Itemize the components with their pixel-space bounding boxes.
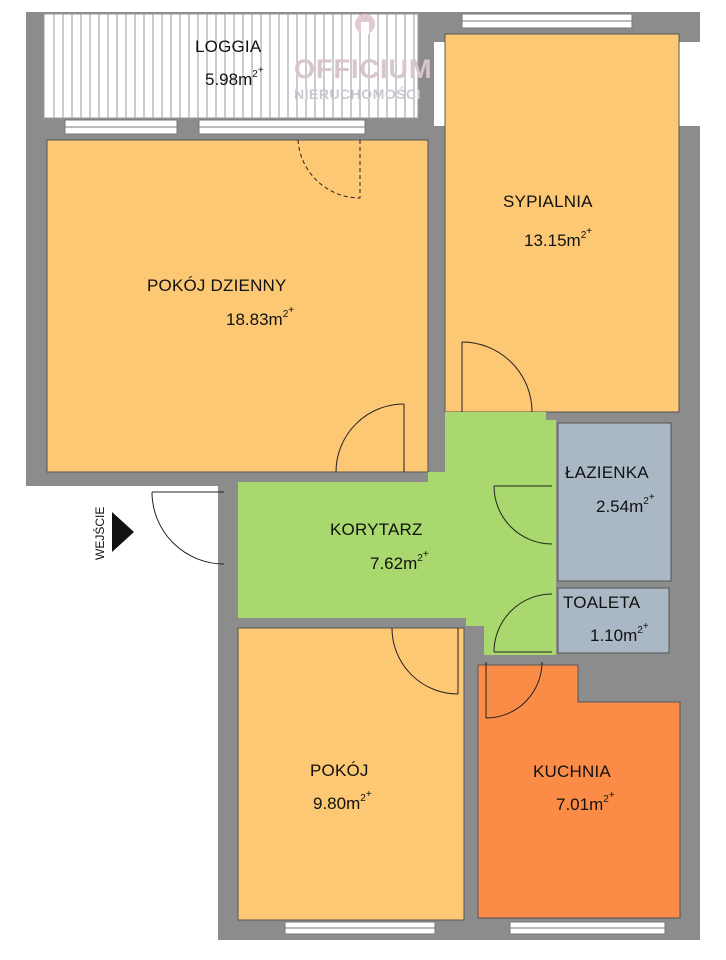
doors xyxy=(151,139,553,719)
bathroom-name: ŁAZIENKA xyxy=(565,463,649,482)
kitchen-name: KUCHNIA xyxy=(533,762,611,781)
kitchen-area xyxy=(477,664,681,919)
room-area-value: 9.80m2+ xyxy=(313,789,372,813)
svg-text:NIERUCHOMOŚCI: NIERUCHOMOŚCI xyxy=(294,85,421,102)
label-loggia: LOGGIA 5.98m2+ xyxy=(195,37,264,89)
corridor-area xyxy=(238,412,556,655)
label-room: POKÓJ 9.80m2+ xyxy=(310,761,372,813)
loggia-room xyxy=(43,13,419,119)
living-room-name: POKÓJ DZIENNY xyxy=(147,276,287,295)
toilet-area xyxy=(557,587,670,654)
label-bedroom: SYPIALNIA 13.15m2+ xyxy=(503,192,593,250)
room-area xyxy=(237,627,465,921)
label-bathroom: ŁAZIENKA 2.54m2+ xyxy=(565,463,655,516)
label-kitchen: KUCHNIA 7.01m2+ xyxy=(533,762,615,814)
label-corridor: KORYTARZ 7.62m2+ xyxy=(330,520,429,573)
officium-logo: OFFICIUM NIERUCHOMOŚCI xyxy=(294,14,432,102)
svg-text:OFFICIUM: OFFICIUM xyxy=(294,54,432,84)
loggia-area: 5.98m2+ xyxy=(205,65,264,89)
windows xyxy=(64,13,666,935)
bedroom-name: SYPIALNIA xyxy=(503,192,593,211)
kitchen-area-value: 7.01m2+ xyxy=(556,790,615,814)
bathroom-area xyxy=(557,422,672,582)
bedroom-area xyxy=(444,33,680,413)
entrance-label: WEJŚCIE xyxy=(92,507,107,560)
label-toilet: TOALETA 1.10m2+ xyxy=(563,593,649,645)
loggia-name: LOGGIA xyxy=(195,37,262,56)
living-room-area-value: 18.83m2+ xyxy=(226,305,294,329)
corridor-name: KORYTARZ xyxy=(330,520,423,539)
living-room-area xyxy=(46,139,429,473)
bathroom-area-value: 2.54m2+ xyxy=(596,492,655,516)
toilet-name: TOALETA xyxy=(563,593,641,612)
toilet-area-value: 1.10m2+ xyxy=(590,621,649,645)
room-name: POKÓJ xyxy=(310,761,369,780)
label-living-room: POKÓJ DZIENNY 18.83m2+ xyxy=(147,276,294,329)
bedroom-area-value: 13.15m2+ xyxy=(524,226,592,250)
entrance-arrow-icon xyxy=(112,512,134,552)
corridor-area-value: 7.62m2+ xyxy=(370,549,429,573)
